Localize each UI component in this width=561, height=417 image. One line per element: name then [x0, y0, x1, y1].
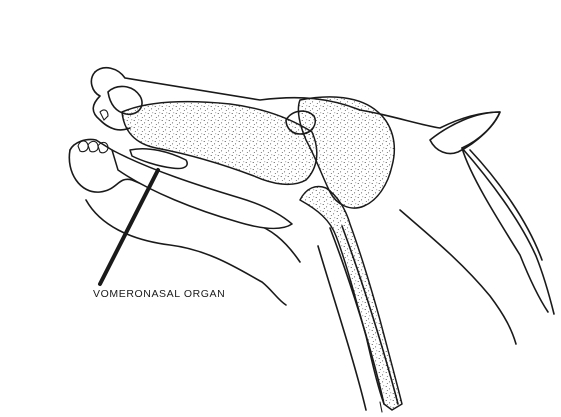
mane-line-1: [462, 148, 554, 314]
pharynx-esophagus: [300, 187, 402, 411]
neck-line: [400, 210, 516, 344]
label-pointer-line: [100, 170, 158, 284]
bottom-tick: [380, 402, 382, 412]
vomeronasal-organ-label: VOMERONASAL ORGAN: [93, 288, 225, 300]
front-teeth: [78, 110, 108, 153]
